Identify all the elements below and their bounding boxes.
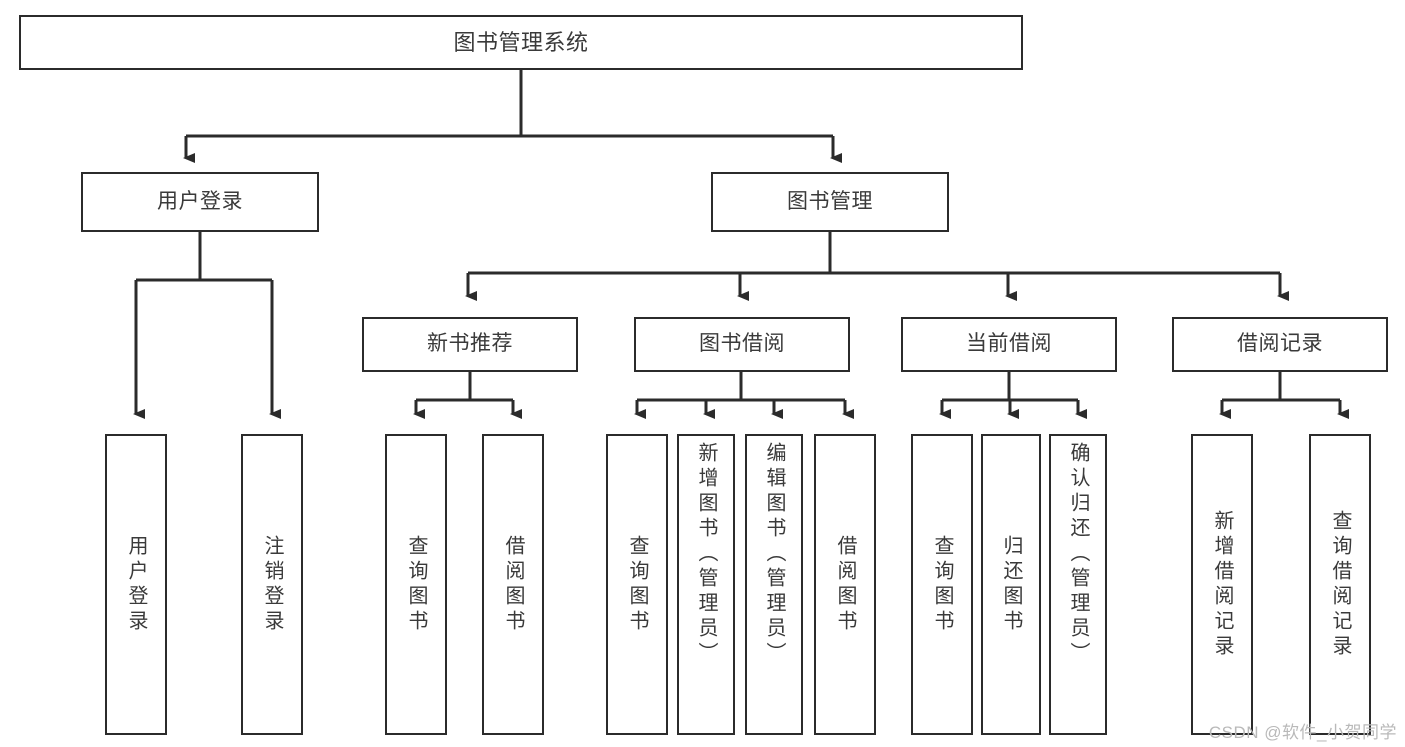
node-leaf-logout-login[interactable]: 注销登录: [241, 434, 303, 735]
node-leaf-query-book-1[interactable]: 查询图书: [385, 434, 447, 735]
node-leaf-query-book-2[interactable]: 查询图书: [606, 434, 668, 735]
node-leaf-query-book-1-label: 查询图书: [405, 534, 427, 635]
watermark-text: CSDN @软件_小贺同学: [1208, 723, 1397, 742]
node-root[interactable]: 图书管理系统: [19, 15, 1023, 70]
node-leaf-user-login[interactable]: 用户登录: [105, 434, 167, 735]
node-leaf-borrow-book-1-label: 借阅图书: [502, 534, 524, 635]
node-leaf-return-book-label: 归还图书: [1000, 534, 1022, 635]
node-borrow-record-label: 借阅记录: [1237, 332, 1323, 356]
node-book-borrow-label: 图书借阅: [699, 332, 785, 356]
node-leaf-edit-book-label: 编辑图书（管理员）: [763, 442, 785, 667]
node-leaf-query-book-3[interactable]: 查询图书: [911, 434, 973, 735]
node-leaf-borrow-book-2-label: 借阅图书: [834, 534, 856, 635]
node-leaf-add-book-label: 新增图书（管理员）: [695, 442, 717, 667]
node-leaf-borrow-book-2[interactable]: 借阅图书: [814, 434, 876, 735]
node-leaf-add-book[interactable]: 新增图书（管理员）: [677, 434, 735, 735]
node-leaf-return-book[interactable]: 归还图书: [981, 434, 1041, 735]
node-leaf-confirm-return-label: 确认归还（管理员）: [1067, 442, 1089, 667]
node-book-manage-label: 图书管理: [787, 189, 873, 213]
node-book-manage[interactable]: 图书管理: [711, 172, 949, 232]
node-leaf-user-login-label: 用户登录: [125, 534, 147, 635]
node-leaf-confirm-return[interactable]: 确认归还（管理员）: [1049, 434, 1107, 735]
node-new-book-recommend-label: 新书推荐: [427, 332, 513, 356]
node-current-borrow[interactable]: 当前借阅: [901, 317, 1117, 372]
node-borrow-record[interactable]: 借阅记录: [1172, 317, 1388, 372]
node-book-borrow[interactable]: 图书借阅: [634, 317, 850, 372]
node-leaf-query-record-label: 查询借阅记录: [1329, 509, 1351, 660]
node-leaf-query-book-2-label: 查询图书: [626, 534, 648, 635]
node-leaf-query-record[interactable]: 查询借阅记录: [1309, 434, 1371, 735]
node-leaf-borrow-book-1[interactable]: 借阅图书: [482, 434, 544, 735]
node-new-book-recommend[interactable]: 新书推荐: [362, 317, 578, 372]
node-leaf-logout-login-label: 注销登录: [261, 534, 283, 635]
node-root-label: 图书管理系统: [453, 29, 589, 55]
node-user-login[interactable]: 用户登录: [81, 172, 319, 232]
node-leaf-add-record[interactable]: 新增借阅记录: [1191, 434, 1253, 735]
node-user-login-label: 用户登录: [157, 189, 243, 213]
node-leaf-add-record-label: 新增借阅记录: [1211, 509, 1233, 660]
node-leaf-query-book-3-label: 查询图书: [931, 534, 953, 635]
node-leaf-edit-book[interactable]: 编辑图书（管理员）: [745, 434, 803, 735]
node-current-borrow-label: 当前借阅: [966, 332, 1052, 356]
